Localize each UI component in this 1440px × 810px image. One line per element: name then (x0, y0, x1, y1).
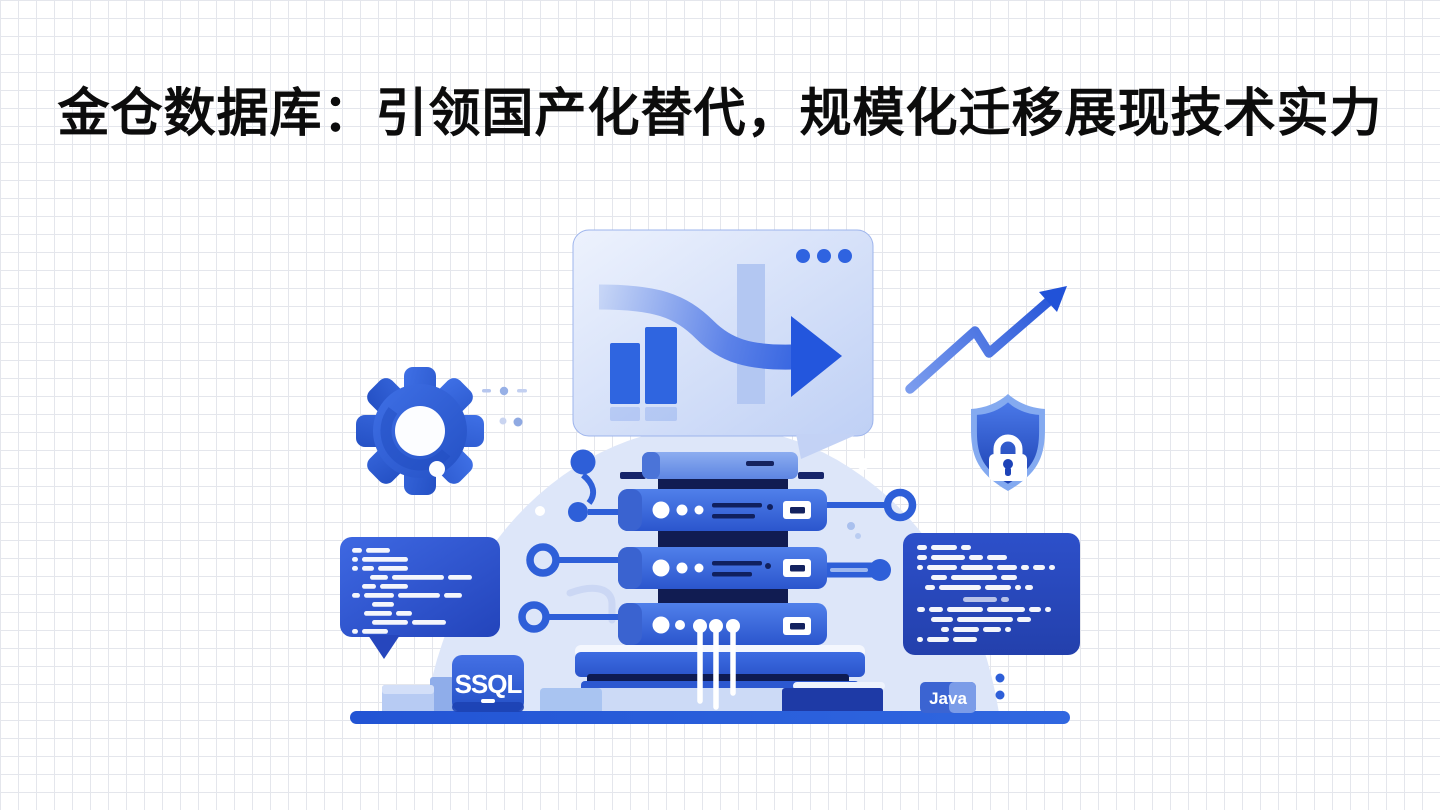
circuit-left (518, 449, 618, 633)
platform-bar (350, 711, 1070, 724)
growth-arrow-icon (905, 286, 1067, 394)
server-cables (697, 625, 736, 710)
server-unit-3 (618, 603, 827, 645)
server-stack-icon (618, 452, 827, 710)
sql-badge: SSQL (452, 655, 524, 712)
code-bubble-left-icon (340, 537, 500, 659)
speech-tail (796, 434, 858, 459)
gear-icon (356, 367, 484, 495)
bar-chart-icon (610, 264, 765, 421)
chart-window (572, 229, 874, 459)
java-badge: Java (920, 682, 976, 713)
server-unit-2 (618, 547, 827, 589)
migration-arrow-icon (598, 284, 842, 397)
server-pedestal (382, 645, 885, 716)
server-unit-1 (618, 489, 827, 531)
code-panel-right-icon (903, 533, 1080, 655)
decor-dots-right (995, 673, 1005, 700)
circuit-right (819, 488, 917, 581)
page-title: 金仓数据库：引领国产化替代，规模化迁移展现技术实力 (57, 85, 1383, 143)
window-dots-icon (796, 249, 852, 263)
decor-dots-left (482, 386, 527, 427)
sql-badge-label: SSQL (455, 669, 523, 699)
shield-lock-icon (971, 394, 1045, 491)
java-badge-label: Java (929, 689, 967, 708)
